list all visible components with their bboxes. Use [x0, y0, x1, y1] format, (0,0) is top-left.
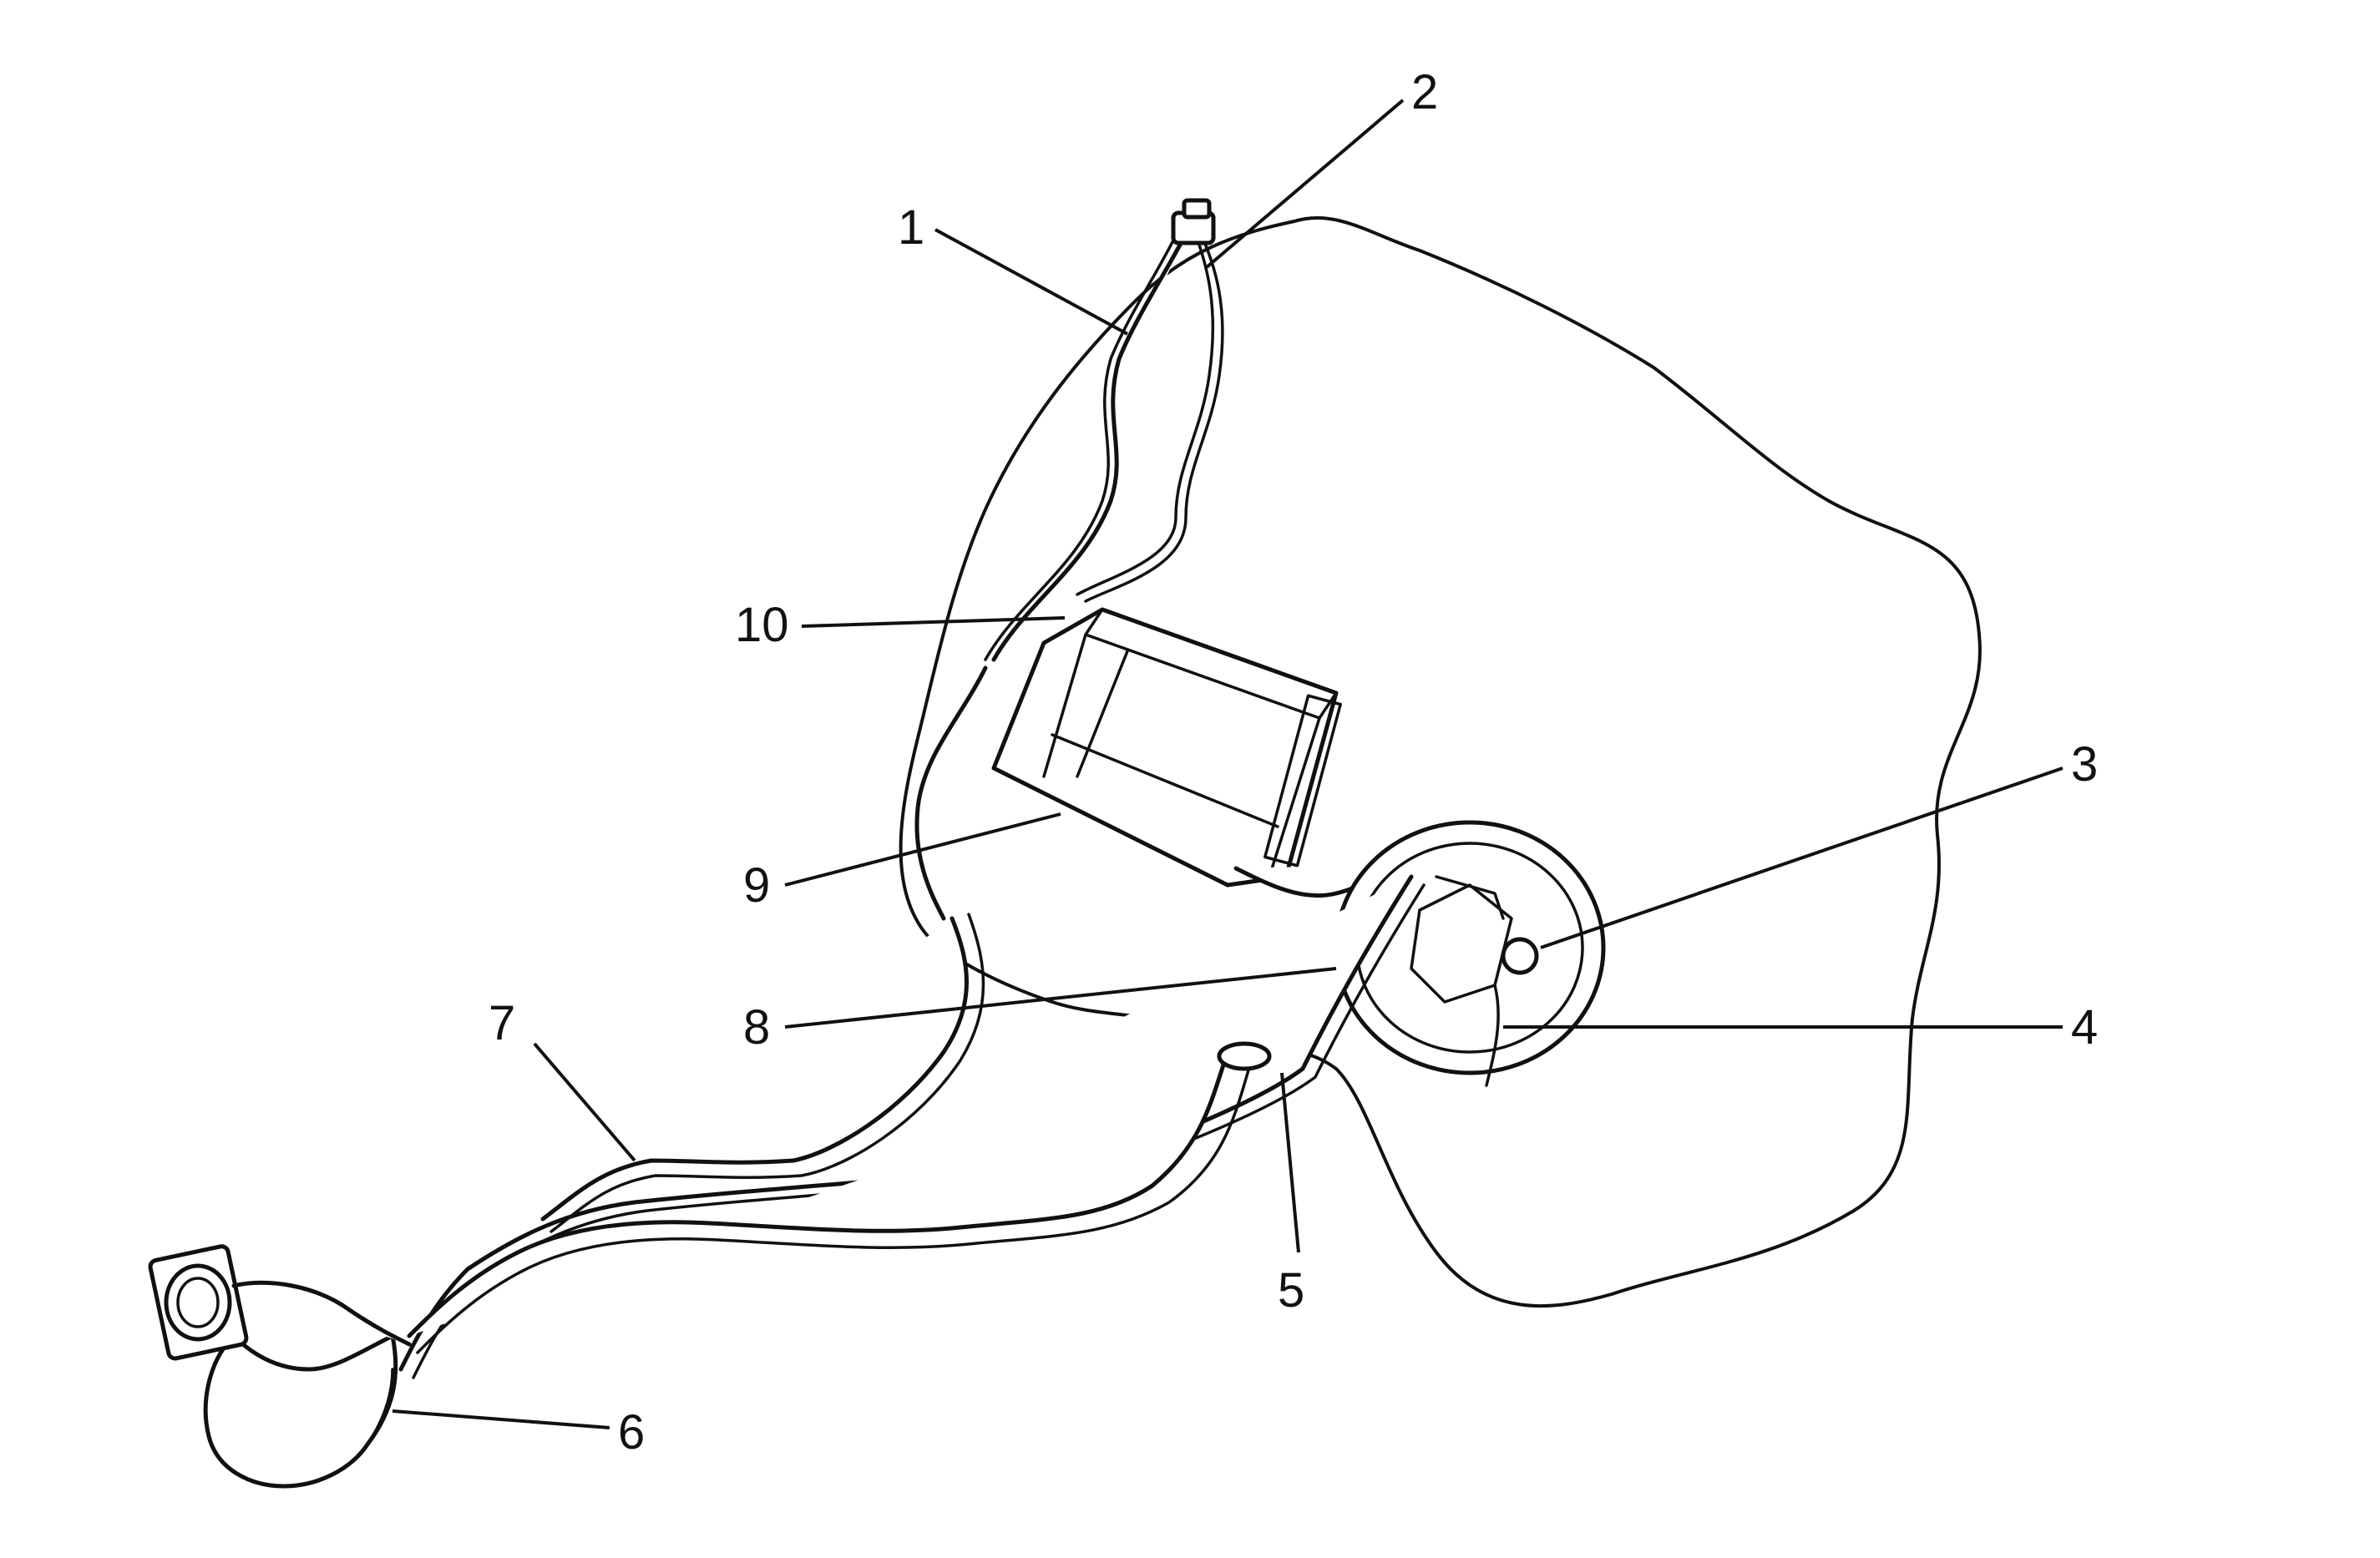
callout-9: 9: [743, 858, 770, 913]
pump-fitting: [1435, 875, 1505, 920]
callout-4: 4: [2071, 1000, 2098, 1055]
evap-canister-seam: [1051, 650, 1279, 828]
vent-line-2: [1084, 236, 1224, 603]
vent-line-1: [991, 231, 1188, 662]
callout-7: 7: [489, 996, 515, 1050]
leader-10: [801, 616, 1066, 628]
filler-cap-opening-inner: [176, 1277, 220, 1328]
vent-line-1b: [984, 230, 1179, 661]
callout-3: 3: [2071, 737, 2098, 792]
callout-8: 8: [743, 1000, 770, 1055]
canister-bracket: [914, 665, 988, 921]
top-connector-cap: [1182, 198, 1212, 220]
filler-cap-opening: [164, 1263, 232, 1342]
leader-1: [934, 228, 1128, 336]
callout-1: 1: [898, 200, 924, 255]
evap-canister-face: [1042, 608, 1338, 878]
callout-5: 5: [1278, 1263, 1304, 1318]
filler-neck: [231, 1280, 412, 1347]
evap-canister: [991, 607, 1339, 888]
leader-5: [1280, 1072, 1300, 1253]
filler-neck-top: [1217, 1041, 1272, 1071]
pump-harness: [1485, 984, 1500, 1087]
leader-8: [784, 967, 1337, 1029]
filler-hose: [407, 1050, 1230, 1338]
filler-pipe-assembly: [203, 1333, 398, 1489]
leader-7: [533, 1042, 636, 1162]
callout-6: 6: [618, 1405, 645, 1459]
callout-2: 2: [1411, 65, 1438, 119]
leader-2: [1205, 99, 1405, 269]
filler-hose-inner: [416, 1055, 1254, 1354]
fuel-tank-outline: [899, 216, 1982, 1308]
vent-line-2b: [1076, 234, 1215, 596]
fuel-pump-module-flange: [1334, 820, 1606, 1075]
canister-end-cap: [1263, 694, 1342, 868]
leader-6: [392, 1409, 610, 1429]
callout-10: 10: [735, 598, 789, 652]
leader-3: [1540, 766, 2064, 949]
leader-9: [784, 812, 1061, 887]
pump-connector: [1501, 937, 1539, 975]
vapor-return-line-b: [549, 913, 985, 1233]
fuel-feed-line: [398, 874, 1414, 1372]
